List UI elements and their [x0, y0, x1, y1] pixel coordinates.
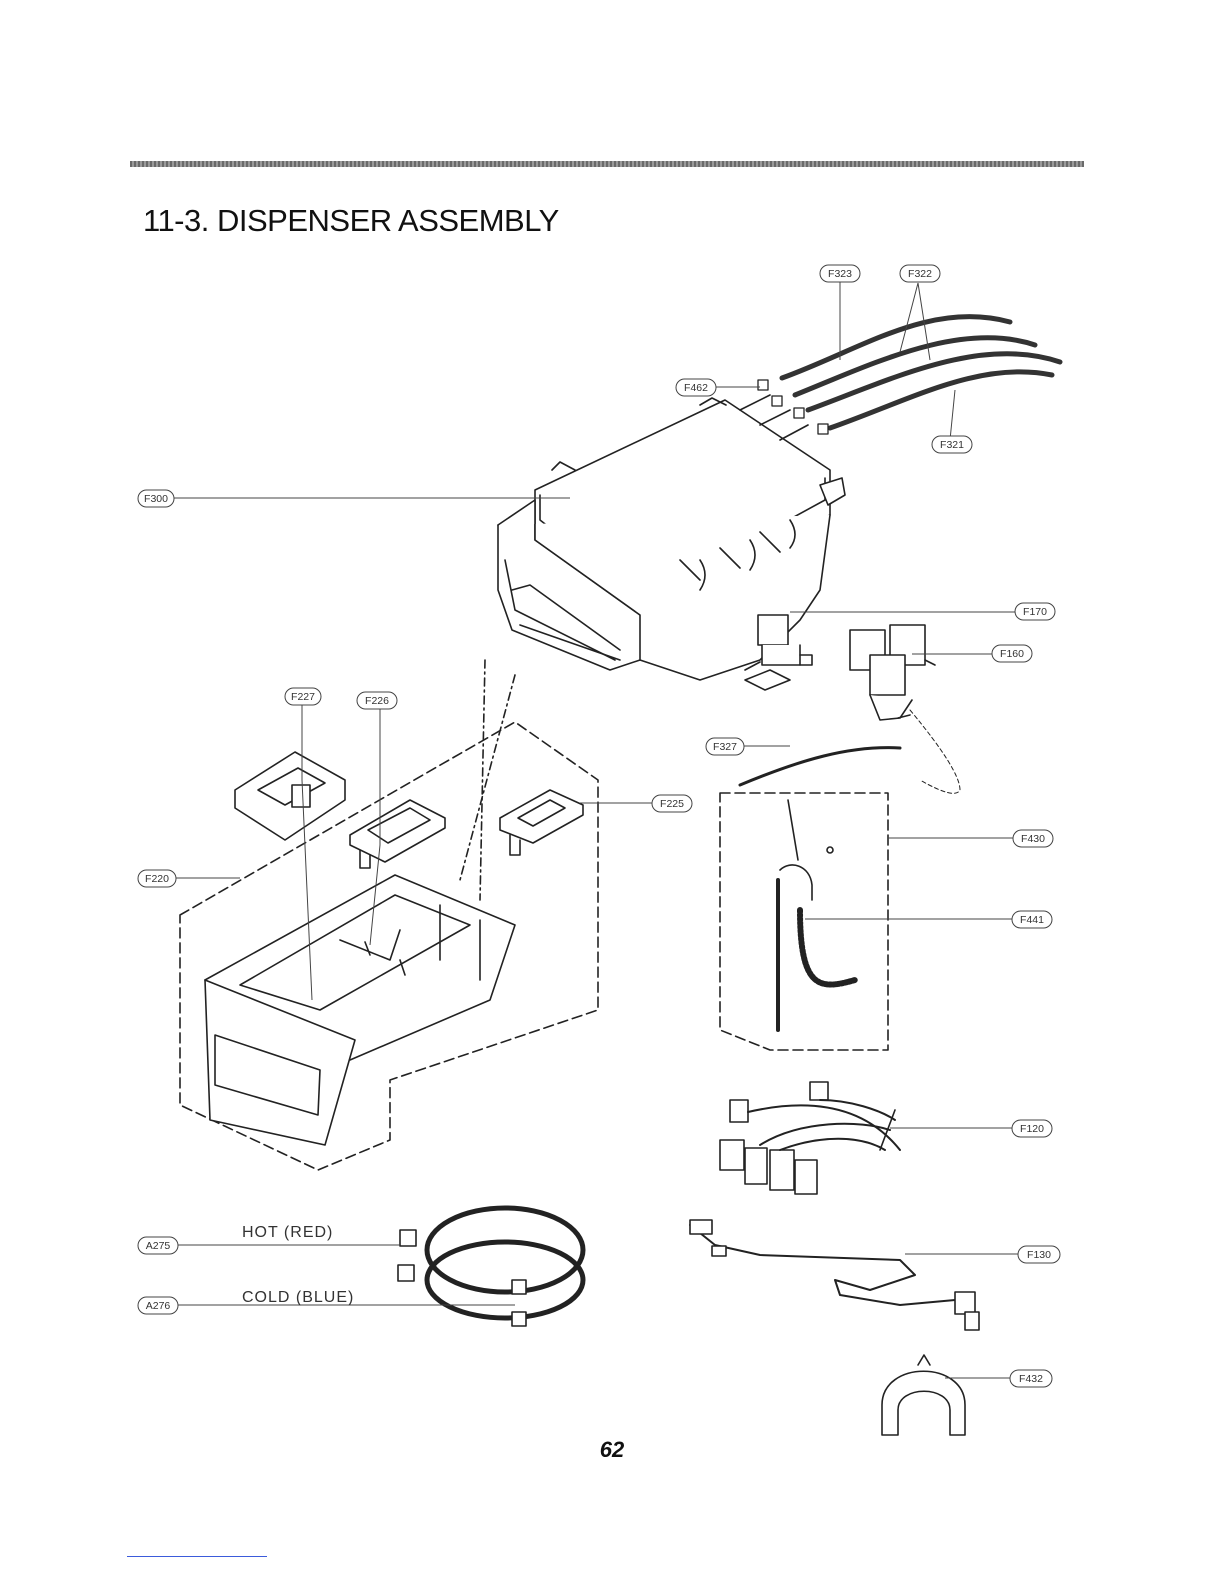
svg-text:F226: F226 [365, 695, 389, 707]
svg-text:F323: F323 [828, 268, 852, 280]
callout-f323: F323 [820, 265, 860, 282]
prewash-cap [500, 790, 583, 855]
svg-text:A276: A276 [146, 1300, 171, 1312]
svg-text:F225: F225 [660, 798, 684, 810]
wire-harness-sub [690, 1220, 979, 1330]
callout-f220: F220 [138, 870, 176, 887]
svg-text:F322: F322 [908, 268, 932, 280]
valve-wire [740, 748, 900, 785]
callout-a276: A276 [138, 1297, 178, 1314]
callout-f322: F322 [900, 265, 940, 282]
svg-text:F227: F227 [291, 691, 315, 703]
drain-hose [778, 800, 855, 1030]
svg-text:A275: A275 [146, 1240, 171, 1252]
callout-f170: F170 [1015, 603, 1055, 620]
callout-f300: F300 [138, 490, 174, 507]
svg-text:F462: F462 [684, 382, 708, 394]
callout-f462: F462 [676, 379, 716, 396]
svg-text:F321: F321 [940, 439, 964, 451]
callout-f327: F327 [706, 738, 744, 755]
callout-f321: F321 [932, 436, 972, 453]
inlet-hoses [398, 1208, 583, 1326]
svg-text:F430: F430 [1021, 833, 1045, 845]
wire-harness-main [720, 1082, 900, 1194]
softener-cap [235, 752, 345, 840]
page-number: 62 [0, 1437, 1224, 1463]
callout-f225: F225 [652, 795, 692, 812]
svg-text:F130: F130 [1027, 1249, 1051, 1261]
callout-a275: A275 [138, 1237, 178, 1254]
svg-text:F300: F300 [144, 493, 168, 505]
svg-text:F120: F120 [1020, 1123, 1044, 1135]
bleach-cap [350, 800, 445, 868]
drain-kit-box [720, 793, 888, 1050]
callout-f120: F120 [1012, 1120, 1052, 1137]
callout-f227: F227 [285, 688, 321, 705]
svg-text:F441: F441 [1020, 914, 1044, 926]
callout-f160: F160 [992, 645, 1032, 662]
svg-text:F160: F160 [1000, 648, 1024, 660]
callout-f430: F430 [1013, 830, 1053, 847]
svg-text:F432: F432 [1019, 1373, 1043, 1385]
footer-link-line [127, 1556, 267, 1557]
callout-f130: F130 [1018, 1246, 1060, 1263]
callout-f432: F432 [1010, 1370, 1052, 1387]
callout-f226: F226 [357, 692, 397, 709]
hot-hose-label: HOT (RED) [242, 1224, 333, 1241]
svg-text:F327: F327 [713, 741, 737, 753]
hose-bundle [782, 317, 1060, 428]
dispenser-housing [498, 395, 845, 680]
callout-f441: F441 [1012, 911, 1052, 928]
detergent-drawer [205, 875, 515, 1145]
svg-text:F170: F170 [1023, 606, 1047, 618]
cold-hose-label: COLD (BLUE) [242, 1289, 354, 1306]
water-valve-double [850, 625, 960, 793]
svg-text:F220: F220 [145, 873, 169, 885]
hose-guide [882, 1355, 965, 1435]
